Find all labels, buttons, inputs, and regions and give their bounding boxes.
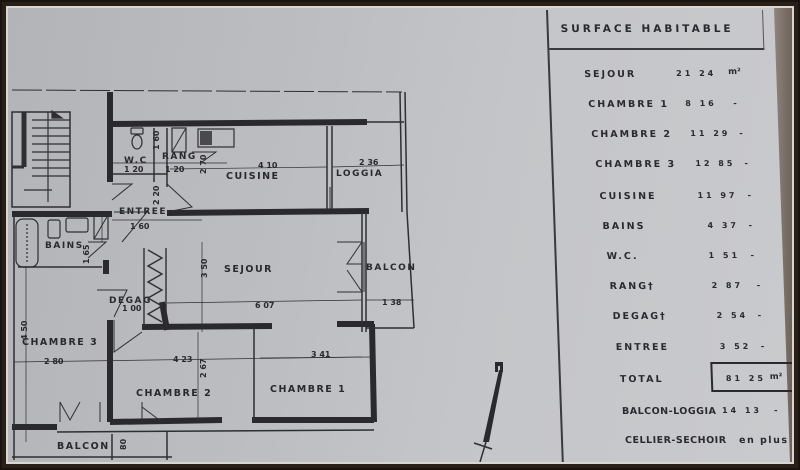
dim-bains-height: 1 65 [82,244,91,264]
room-label-balcon-right: BALCON [366,263,416,273]
surface-table-title: SURFACE HABITABLE [560,23,734,35]
room-label-wc: W.C [124,156,148,166]
staircase [11,109,71,208]
bidet [47,219,61,239]
surface-table: SURFACE HABITABLE SEJOUR 21 24 m² CHAMBR… [546,10,792,462]
surface-table-header: SURFACE HABITABLE [548,10,765,50]
room-label-sejour: SEJOUR [224,264,273,275]
dim-degag-width: 1 00 [122,304,142,313]
dim-rang-width: 1 20 [165,165,185,174]
room-label-entree: ENTREE [119,207,167,217]
dim-balcon-bottom-depth: 80 [119,438,128,450]
floor-plan-paper: W.C RANG CUISINE LOGGIA ENTREE BAINS SEJ… [8,8,792,462]
room-label-bains: BAINS [45,241,84,251]
dim-loggia-width: 2 36 [359,158,379,167]
bathtub [15,218,39,268]
washbasin [65,217,89,233]
dim-sejour-height: 3 50 [200,258,209,278]
room-label-chambre3: CHAMBRE 3 [22,337,98,348]
room-label-cuisine: CUISINE [226,171,280,182]
floor-plan: W.C RANG CUISINE LOGGIA ENTREE BAINS SEJ… [11,89,503,462]
room-label-rang: RANG [162,152,197,162]
dim-chambre3-height: 4 50 [20,320,29,340]
room-label-chambre2: CHAMBRE 2 [136,388,212,399]
dim-chambre1-width: 3 41 [311,350,331,359]
kitchen-sink [197,128,235,148]
dim-entree-height: 2 20 [152,185,161,205]
dim-chambre2-height: 2 67 [199,359,208,378]
dim-rang-height: 2 70 [199,154,208,174]
room-label-chambre1: CHAMBRE 1 [270,384,346,395]
dim-balcon-width: 1 38 [382,298,402,307]
shaft [93,214,109,240]
dim-cuisine-width: 4 10 [258,161,278,170]
dim-entree-width: 1 60 [130,222,150,231]
room-label-loggia: LOGGIA [336,169,383,179]
north-arrow-icon [473,362,503,462]
dim-wc-width: 1 20 [124,165,144,174]
dim-chambre3-width: 2 80 [44,357,64,366]
dim-chambre2-width: 4 23 [173,355,192,364]
room-label-balcon-bottom: BALCON [57,441,110,452]
photo-border: W.C RANG CUISINE LOGGIA ENTREE BAINS SEJ… [6,6,794,464]
dim-sejour-width: 6 07 [255,301,274,310]
dim-wc-height: 1 60 [152,130,161,150]
toilet [130,127,144,150]
room-label-degag: DEGAG [109,296,152,306]
